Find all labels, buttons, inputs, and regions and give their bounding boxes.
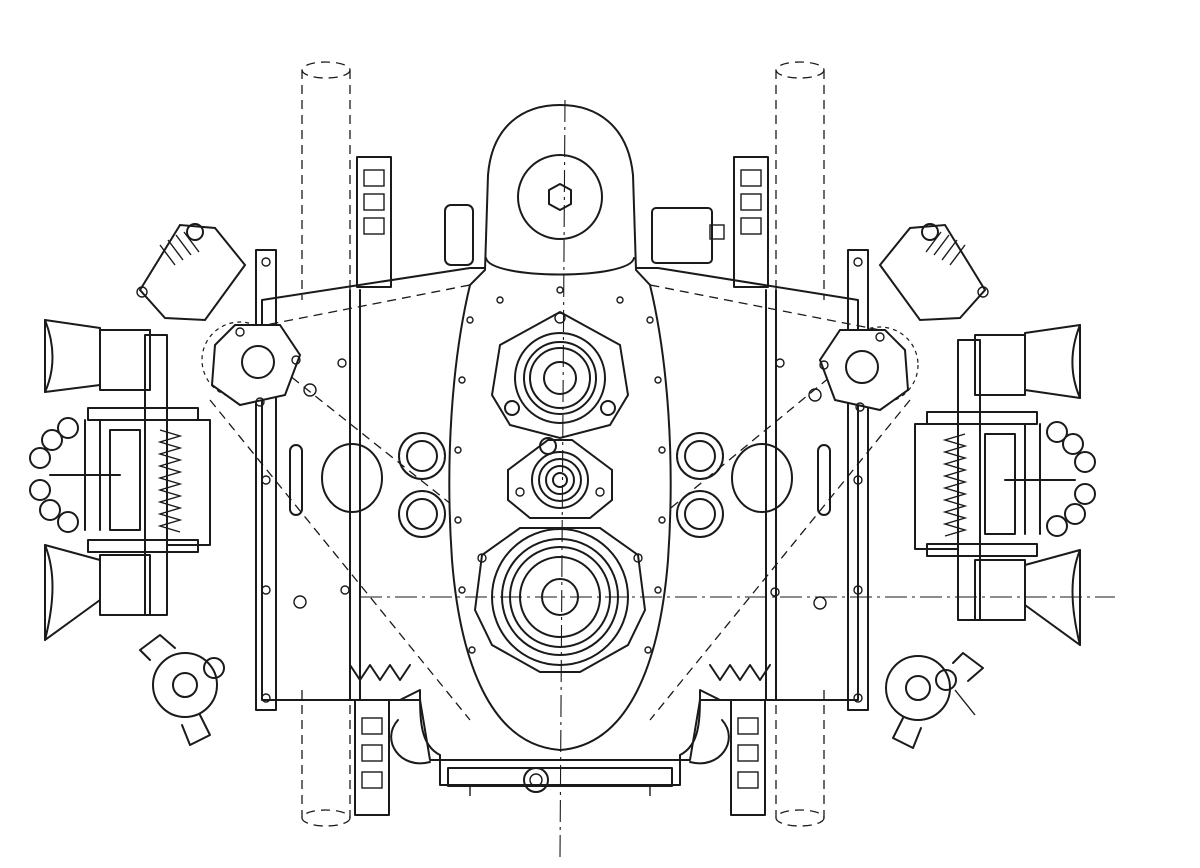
right-magneto <box>885 652 984 749</box>
crankcase-nuts <box>398 432 724 538</box>
right-carburettor-trumpets <box>974 324 1081 646</box>
top-pulley <box>444 154 725 266</box>
centre-lines <box>360 99 1115 859</box>
left-distributor-top <box>136 223 247 322</box>
right-distributor-top <box>878 223 989 322</box>
middle-bearing-housing <box>507 437 613 519</box>
right-intake-manifold <box>914 339 1038 621</box>
left-intake-manifold <box>87 334 211 616</box>
left-spark-plug-circle <box>201 321 302 407</box>
right-spark-plug-circle <box>818 326 919 412</box>
left-carburettor-trumpets <box>44 319 151 641</box>
crankcase-fasteners <box>293 358 827 610</box>
crankshaft-bearing-housing <box>473 527 647 673</box>
upper-bearing-housing <box>490 310 630 440</box>
left-magneto <box>139 634 225 746</box>
sump-and-exhaust <box>349 664 771 796</box>
left-throttle-linkage <box>29 417 141 533</box>
right-throttle-linkage <box>984 421 1096 537</box>
engine-mount-brackets <box>354 156 769 816</box>
dashed-intake-stacks <box>301 61 825 827</box>
